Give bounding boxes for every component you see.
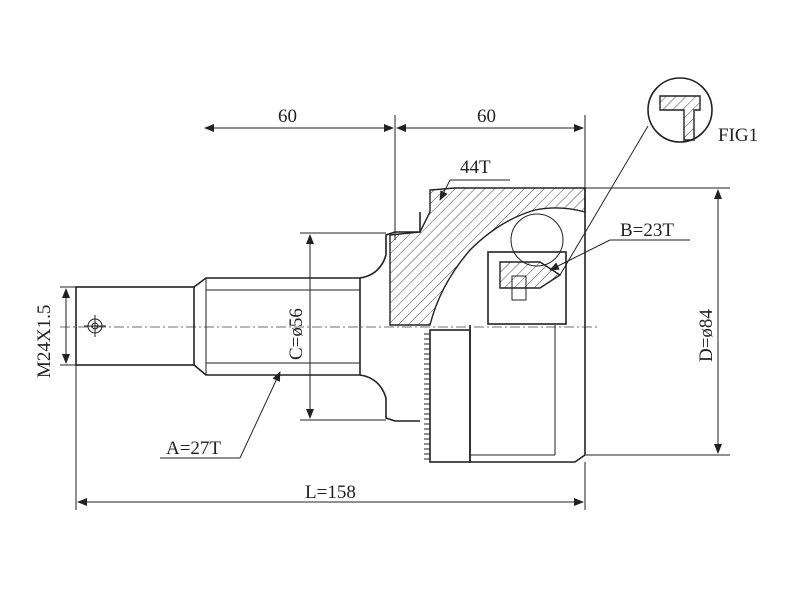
dim-shaft-teeth: A=27T <box>166 438 221 459</box>
detail-label: FIG1 <box>718 125 758 146</box>
dim-shaft-diameter: C=ø56 <box>286 308 307 360</box>
dimension-lines <box>60 115 730 510</box>
dim-left-span: 60 <box>278 106 297 127</box>
threaded-stub <box>75 286 195 366</box>
dim-thread: M24X1.5 <box>34 305 55 378</box>
dim-housing-diameter: D=ø84 <box>696 309 717 362</box>
dim-inner-teeth: B=23T <box>620 220 674 241</box>
dim-overall-length: L=158 <box>305 482 356 503</box>
dim-outer-teeth: 44T <box>460 157 491 178</box>
splined-shaft <box>193 212 421 422</box>
dim-right-span: 60 <box>477 106 496 127</box>
detail-bubble <box>559 77 713 276</box>
abs-ring <box>424 329 471 463</box>
